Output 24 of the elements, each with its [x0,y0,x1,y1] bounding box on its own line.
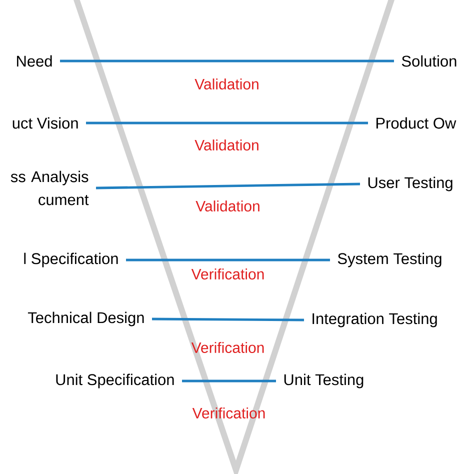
connector-line [60,60,394,62]
edge-label: Validation [196,200,260,212]
edge-label: Verification [192,408,265,418]
stage-label: ss Analysis cument [10,170,89,206]
stage-label: Product Ow [376,117,456,129]
stage-label: Integration Testing [312,312,437,328]
stage-label: Unit Testing [284,374,364,388]
connector-line [182,380,276,382]
stage-label: l Specification [24,252,118,268]
edge-label: Validation [194,78,258,90]
edge-label: Verification [191,342,264,353]
connector-line [96,182,360,190]
stage-label: User Testing [368,176,452,192]
connector-line [86,122,368,124]
stage-label: System Testing [338,252,442,268]
stage-label: Solution [402,55,456,67]
stage-label: uct Vision [12,117,78,129]
stage-label: Unit Specification [56,374,174,388]
connector-line [152,318,304,322]
stage-label: Need [17,55,52,67]
connector-line [126,258,330,262]
edge-label: Validation [194,140,258,150]
stage-label: Technical Design [28,312,144,326]
edge-label: Verification [191,268,264,280]
